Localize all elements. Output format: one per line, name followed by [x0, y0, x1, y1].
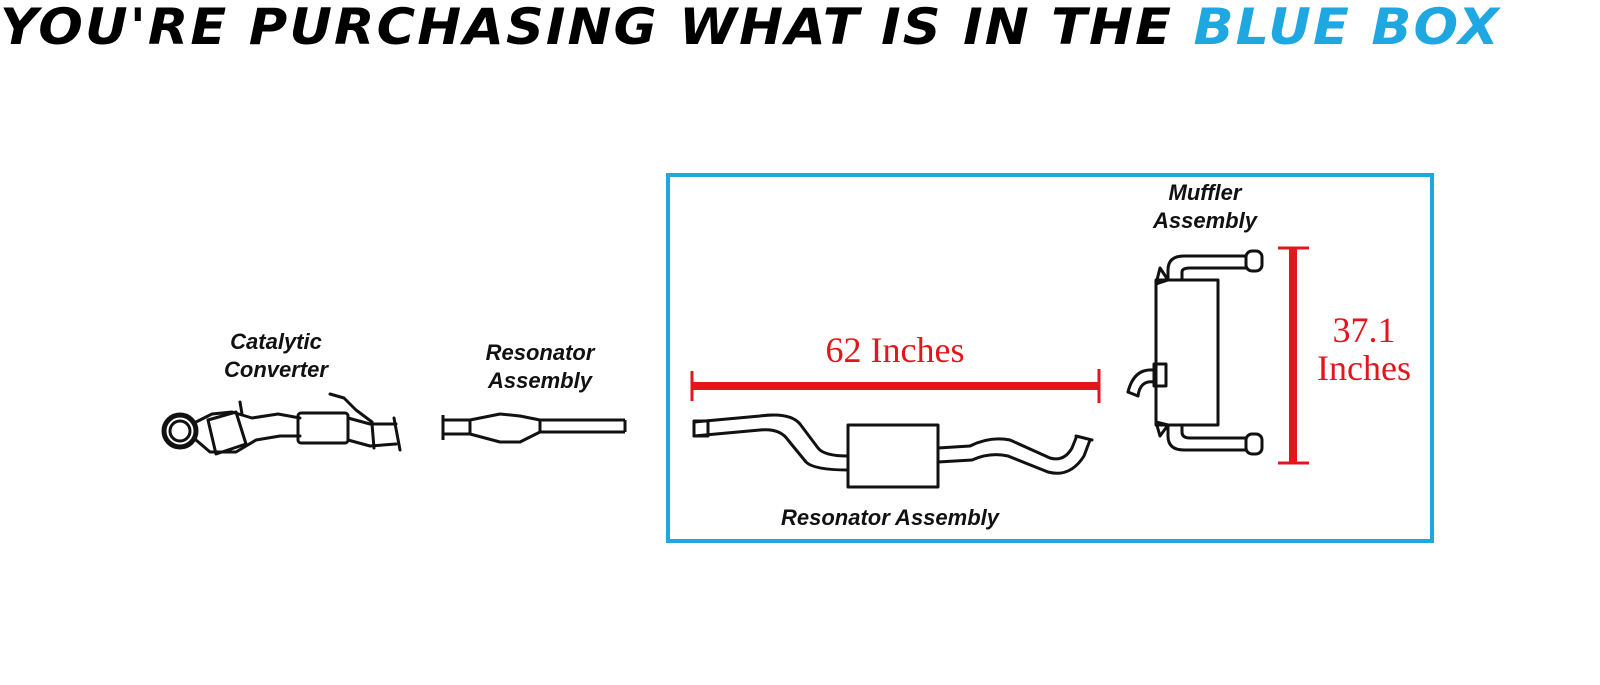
height-dimension-label: 37.1 Inches	[1304, 311, 1424, 387]
rear-resonator-drawing	[692, 413, 1094, 489]
blue-box	[666, 173, 1434, 543]
front-resonator-label-line1: Resonator	[485, 340, 595, 365]
length-dimension-line	[690, 369, 1101, 403]
front-resonator-label-line2: Assembly	[488, 368, 592, 393]
front-resonator-drawing	[441, 412, 627, 444]
headline-prefix: YOU'RE PURCHASING WHAT IS IN THE	[0, 0, 1174, 56]
muffler-drawing	[1126, 249, 1264, 456]
height-dimension-unit: Inches	[1317, 348, 1411, 388]
length-dimension-label: 62 Inches	[825, 330, 965, 370]
catalytic-converter-label-line1: Catalytic	[230, 329, 322, 354]
headline-highlight: BLUE BOX	[1193, 0, 1501, 56]
headline: YOU'RE PURCHASING WHAT IS IN THE BLUE BO…	[0, 0, 1600, 60]
muffler-label-line1: Muffler	[1168, 180, 1242, 205]
muffler-label: Muffler Assembly	[1130, 179, 1280, 235]
muffler-label-line2: Assembly	[1153, 208, 1257, 233]
rear-resonator-label-text: Resonator Assembly	[780, 505, 1000, 530]
catalytic-converter-drawing	[161, 392, 402, 456]
height-dimension-line	[1278, 246, 1309, 465]
rear-resonator-label: Resonator Assembly	[748, 504, 1032, 532]
front-resonator-label: Resonator Assembly	[460, 339, 620, 395]
height-dimension-value: 37.1	[1332, 310, 1396, 350]
catalytic-converter-label-line2: Converter	[224, 357, 328, 382]
catalytic-converter-label: Catalytic Converter	[198, 328, 354, 384]
